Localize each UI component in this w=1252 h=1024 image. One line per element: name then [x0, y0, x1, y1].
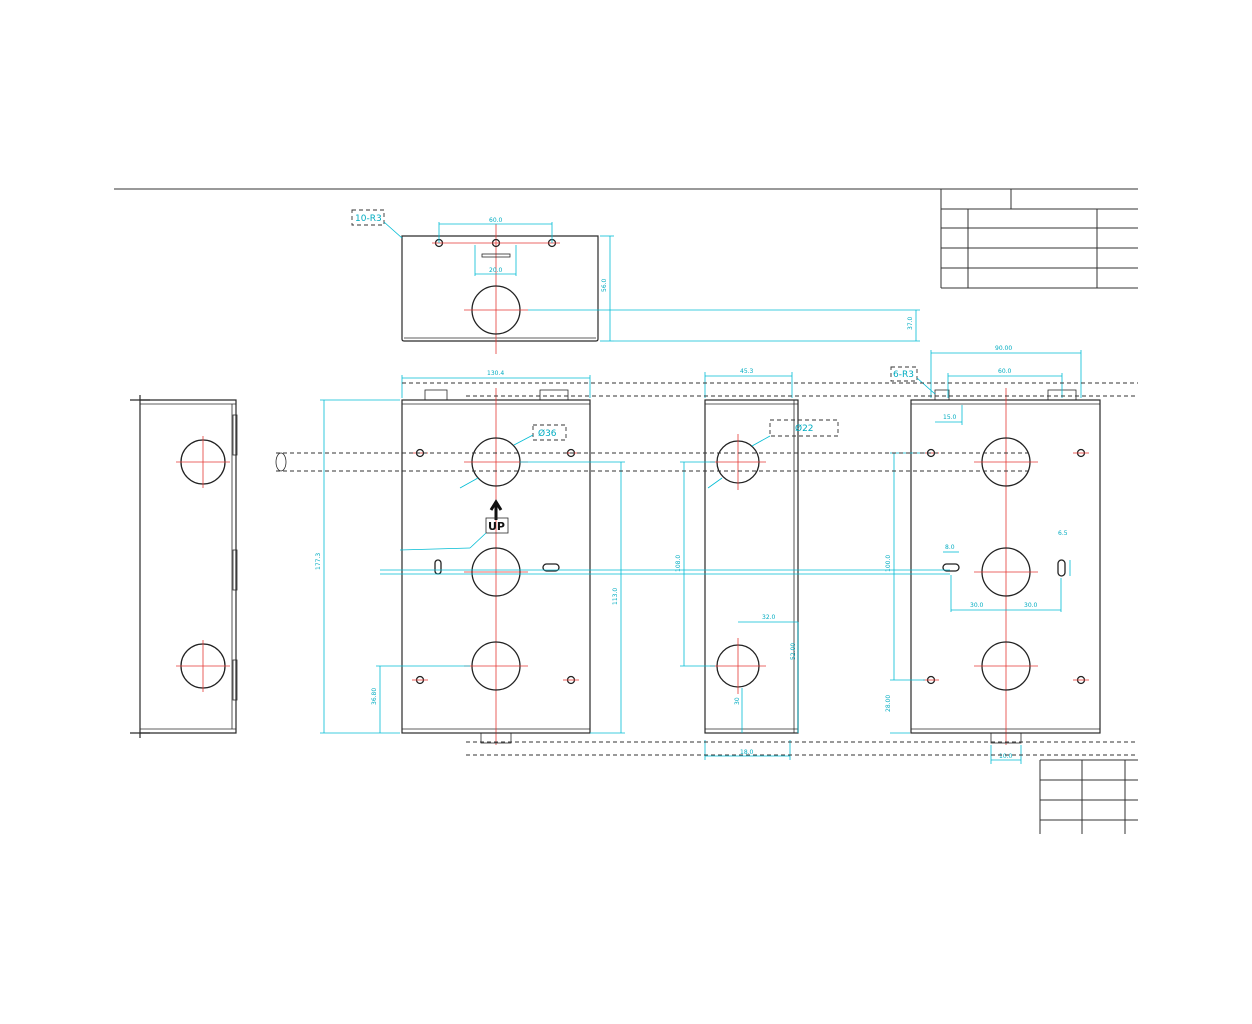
- front-hole-callout: Ø36: [538, 428, 557, 439]
- side-small-dim: 30: [734, 697, 741, 705]
- front-bottom-dim: 36.80: [371, 688, 378, 705]
- side-hole-dim: 32.0: [762, 614, 776, 621]
- up-arrow-icon: [489, 499, 503, 520]
- top-offset-dim: 37.0: [907, 316, 914, 330]
- side-height-dim: 108.0: [675, 555, 682, 572]
- top-view: 60.0 20.0 56.0 37.0 10-R3: [351, 209, 920, 354]
- back-slot-width-dim: 8.0: [945, 544, 955, 551]
- side-width-dim: 45.3: [740, 368, 754, 375]
- side-hole-callout: Ø22: [795, 423, 814, 434]
- back-slot-left-dim: 30.0: [970, 602, 984, 609]
- title-block-top: [940, 189, 1138, 289]
- title-block-bottom: [1039, 759, 1138, 834]
- back-height-dim: 100.0: [885, 555, 892, 572]
- back-slot-right-dim: 30.0: [1024, 602, 1038, 609]
- projection-lines: [275, 382, 1138, 756]
- side-lower-dim: 52.00: [790, 643, 797, 660]
- top-radius-callout: 10-R3: [355, 214, 382, 224]
- back-view: 90.00 60.0 15.0 100.0 28.00 30.0 30.0 8.…: [885, 345, 1101, 764]
- front-height-dim: 177.3: [315, 553, 322, 570]
- back-lower-dim: 28.00: [885, 695, 892, 712]
- back-bottom-dim: 10.0: [999, 753, 1013, 760]
- side-base-dim: 18.0: [740, 749, 754, 756]
- front-width-dim: 130.4: [487, 370, 504, 377]
- left-side-view: [130, 395, 238, 738]
- up-label: UP: [488, 520, 505, 533]
- top-height-dim: 56.0: [601, 278, 608, 292]
- front-center-dim: 113.0: [612, 588, 619, 605]
- back-tab-dim: 15.0: [943, 414, 957, 421]
- front-view: 130.4 177.3 113.0 36.80 Ø36 UP: [315, 370, 625, 745]
- top-inner-dim: 20.0: [489, 267, 503, 274]
- back-radius-callout: 6-R3: [893, 370, 914, 380]
- back-slot-height-dim: 6.5: [1058, 530, 1068, 537]
- side-view: 45.3 32.0 108.0 52.00 30 18.0 Ø22: [675, 368, 839, 760]
- back-width-dim: 90.00: [995, 345, 1012, 352]
- back-inner-dim: 60.0: [998, 368, 1012, 375]
- top-width-dim: 60.0: [489, 217, 503, 224]
- top-radius-callout-box: [351, 209, 385, 226]
